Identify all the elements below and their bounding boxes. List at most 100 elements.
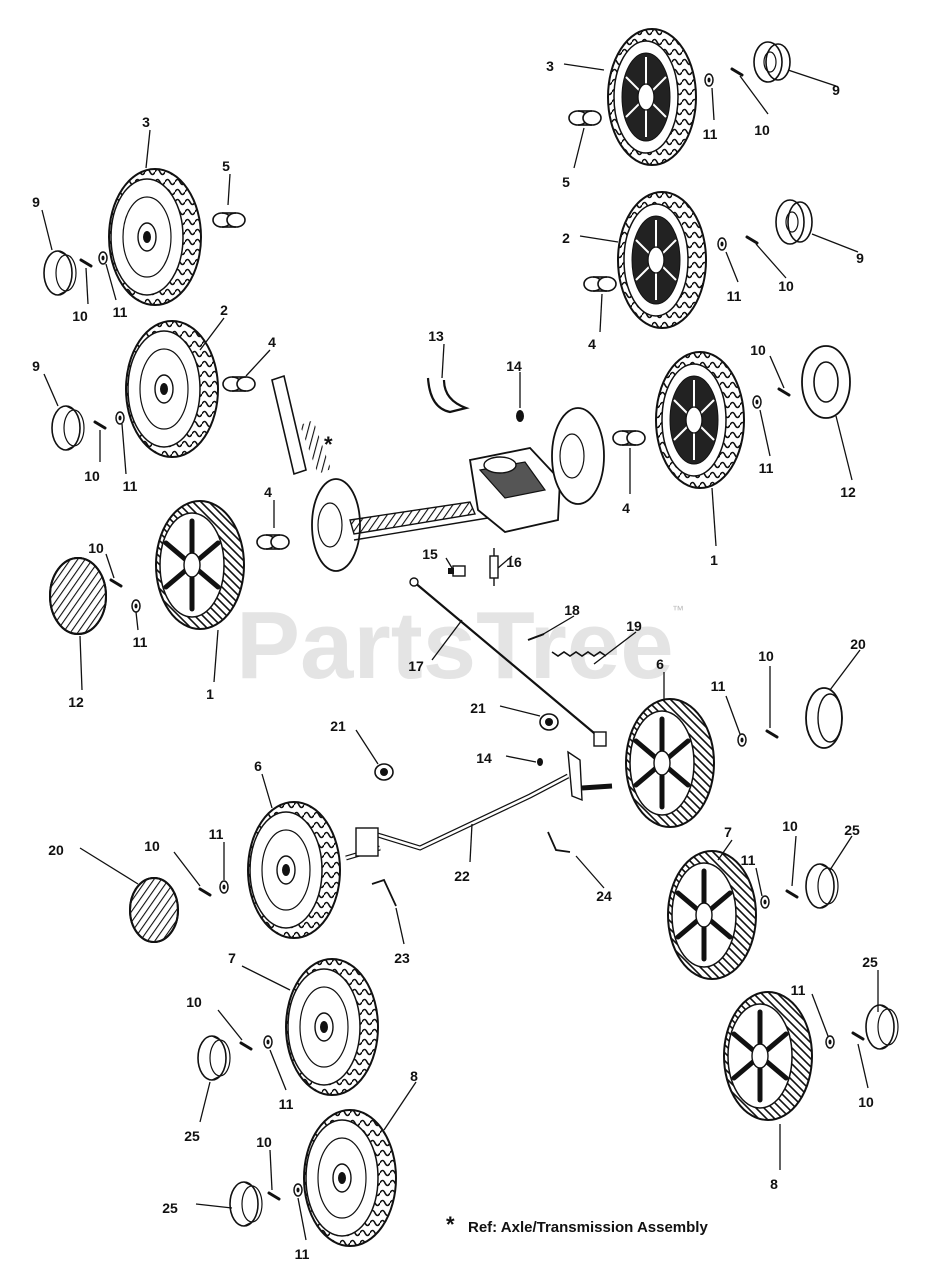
callout-c-18: 18 <box>564 602 580 618</box>
wheel-part-6-right <box>626 699 714 827</box>
leader-line-c-25-l2 <box>195 1203 233 1209</box>
callout-c-2-r: 2 <box>562 230 570 246</box>
callout-c-7-l: 7 <box>228 950 236 966</box>
hubcap-part-9-left-2 <box>51 405 85 451</box>
callout-c-4-l2: 4 <box>264 484 272 500</box>
callout-c-5-tr: 5 <box>562 174 570 190</box>
callout-c-8-l: 8 <box>410 1068 418 1084</box>
pin-part-10-left-6 <box>267 1191 281 1201</box>
reference-note: Ref: Axle/Transmission Assembly <box>468 1219 708 1236</box>
wheel-part-8-left <box>303 1109 397 1247</box>
bolt-part-15 <box>448 565 466 577</box>
leader-line-c-19 <box>593 631 637 665</box>
washer-part-11-right <box>704 73 714 87</box>
ubolt-part-13 <box>426 377 470 414</box>
callout-c-4-r: 4 <box>588 336 596 352</box>
callout-c-11-l5: 11 <box>295 1246 310 1262</box>
pin-part-10-left <box>79 258 93 268</box>
leader-line-c-10-l5 <box>269 1149 273 1191</box>
cap-part-25-left-2 <box>229 1181 263 1227</box>
leader-line-c-10-r4 <box>791 835 797 887</box>
watermark-trademark: ™ <box>672 603 684 617</box>
callout-c-19: 19 <box>626 618 642 634</box>
callout-c-10-tr: 10 <box>754 122 770 138</box>
wheel-part-1-left <box>156 501 244 629</box>
leader-line-c-21-l <box>355 729 379 765</box>
leader-line-c-11-tl <box>105 263 117 301</box>
leader-line-c-9-tr <box>787 69 837 87</box>
leader-line-c-14-m <box>505 755 537 763</box>
watermark: PartsTree <box>236 592 674 699</box>
wheel-part-3-right <box>607 28 697 166</box>
leader-line-c-23 <box>395 907 405 945</box>
wheel-part-6-left <box>247 801 341 939</box>
callout-c-11-tl: 11 <box>113 304 128 320</box>
leader-line-c-13 <box>441 343 445 379</box>
callout-c-9-tr: 9 <box>832 82 840 98</box>
wheel-part-1-right <box>655 351 745 489</box>
reference-note-star: * <box>446 1212 455 1237</box>
front-axle-part-22 <box>345 750 613 861</box>
callout-c-8-r: 8 <box>770 1176 778 1192</box>
callout-c-11-l2: 11 <box>133 634 148 650</box>
callout-c-25-l2: 25 <box>162 1200 178 1216</box>
callout-c-10-r4: 10 <box>782 818 798 834</box>
cap-part-9-right <box>753 41 791 83</box>
callout-c-9-r: 9 <box>856 250 864 266</box>
callout-c-7-r: 7 <box>724 824 732 840</box>
callout-c-17: 17 <box>408 658 424 674</box>
callout-c-11-r4: 11 <box>741 852 756 868</box>
callout-c-12-r: 12 <box>840 484 856 500</box>
wheel-part-3-left <box>108 168 202 306</box>
wheel-part-7-left <box>285 958 379 1096</box>
leader-line-c-3-tr <box>563 63 605 71</box>
leader-line-c-12-r <box>835 415 853 481</box>
leader-line-c-11-r <box>725 251 739 283</box>
callout-c-2-l: 2 <box>220 302 228 318</box>
leader-line-c-12-l <box>79 635 83 691</box>
cotter-part-23 <box>371 878 397 907</box>
hubcap-part-9-left <box>43 250 77 296</box>
callout-c-10-r: 10 <box>778 278 794 294</box>
washer-part-11-right-4 <box>737 733 747 747</box>
callout-c-10-r5: 10 <box>858 1094 874 1110</box>
pin-part-10-left-4 <box>198 887 212 897</box>
pin-part-10-right-4 <box>765 729 779 739</box>
leader-line-c-2-r <box>579 235 619 243</box>
callout-c-10-l5: 10 <box>256 1134 272 1150</box>
leader-line-c-20-r <box>829 649 861 691</box>
leader-line-c-10-tl <box>85 267 89 305</box>
axle-transmission-assembly <box>271 374 605 572</box>
nut-part-21-right <box>539 713 559 731</box>
leader-line-c-1-l <box>213 629 219 683</box>
callout-c-12-l: 12 <box>68 694 84 710</box>
hubcap-part-20-left <box>129 877 179 943</box>
leader-line-c-9-tl <box>41 209 53 251</box>
leader-line-c-11-r4 <box>755 867 763 897</box>
leader-line-c-17 <box>431 619 463 661</box>
leader-line-c-21-m <box>499 705 541 717</box>
callout-c-1-l: 1 <box>206 686 214 702</box>
callout-c-11-l4: 11 <box>279 1096 294 1112</box>
spring-part-16 <box>489 548 499 586</box>
callout-c-21-l: 21 <box>330 718 346 734</box>
leader-line-c-11-r3 <box>725 695 741 735</box>
pin-part-10-left-2 <box>93 420 107 430</box>
leader-line-c-11-tr <box>711 87 715 121</box>
leader-line-c-9-l <box>43 373 59 407</box>
callout-c-10-l3: 10 <box>144 838 160 854</box>
cap-part-25-right <box>805 863 839 909</box>
callout-c-6-l: 6 <box>254 758 262 774</box>
pin-part-10-right-2 <box>745 235 759 245</box>
leader-line-c-6-l <box>261 773 273 809</box>
leader-line-c-7-l <box>241 965 291 991</box>
leader-line-c-25-r <box>829 835 853 871</box>
leader-line-c-25-l <box>199 1081 211 1123</box>
leader-line-c-24 <box>575 855 605 889</box>
pin-part-10-right-6 <box>851 1031 865 1041</box>
bearing-part-4-left-2 <box>256 534 290 550</box>
leader-line-c-11-l5 <box>297 1197 307 1241</box>
callout-c-9-l: 9 <box>32 358 40 374</box>
callout-c-14-t: 14 <box>506 358 522 374</box>
washer-part-11-right-2 <box>717 237 727 251</box>
